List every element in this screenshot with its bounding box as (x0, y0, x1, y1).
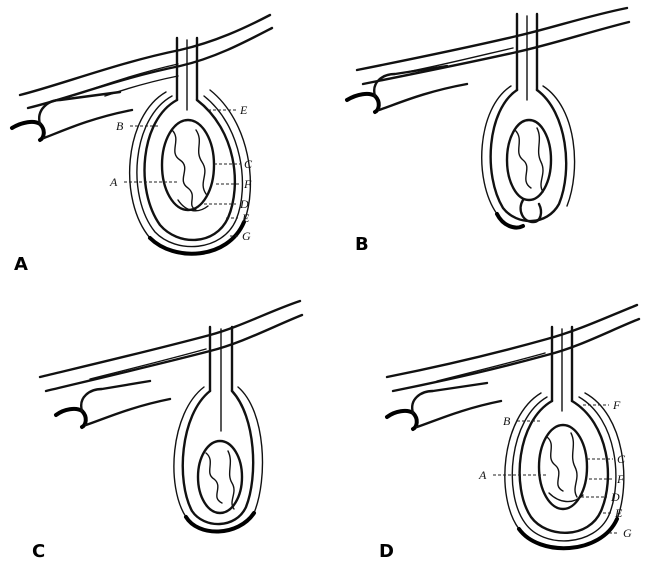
callout-g: G (623, 526, 632, 540)
callout-e: E (614, 506, 623, 520)
testis (539, 425, 587, 509)
callout-f: F (616, 472, 625, 486)
panel-letter-a: A (14, 254, 28, 275)
callout-e-top: E (239, 103, 248, 117)
panel-letter-c: C (32, 541, 45, 562)
callout-c: C (244, 157, 253, 171)
inguinal-canal (12, 15, 272, 140)
panel-d-drawing: B A F C F D E G D (327, 281, 653, 562)
callout-d: D (239, 197, 249, 211)
callout-f: F (243, 177, 252, 191)
panel-b-drawing: B (327, 0, 653, 281)
inguinal-canal (40, 301, 302, 427)
panel-c: C (0, 281, 326, 562)
panel-letter-d: D (379, 541, 394, 562)
testis-sac (505, 327, 624, 548)
testis (507, 120, 551, 222)
callout-e-bottom: E (241, 211, 250, 225)
testis (162, 120, 214, 211)
callout-b: B (503, 414, 511, 428)
panel-a-drawing: B A E C F D E G A (0, 0, 326, 281)
testis-sac (130, 38, 251, 254)
callout-f-top: F (612, 398, 621, 412)
panel-a: B A E C F D E G A (0, 0, 326, 281)
inguinal-canal (347, 8, 629, 112)
testis (198, 441, 242, 513)
panel-d: B A F C F D E G D (327, 281, 653, 562)
panel-b: B (327, 0, 653, 281)
callout-a: A (478, 468, 487, 482)
callout-g: G (242, 229, 251, 243)
callout-b: B (116, 119, 124, 133)
panel-letter-b: B (355, 234, 369, 255)
panel-c-drawing: C (0, 281, 326, 562)
callout-a: A (109, 175, 118, 189)
callout-d: D (610, 490, 620, 504)
panel-a-callouts: B A E C F D E G (109, 103, 253, 243)
inguinal-canal (387, 305, 639, 429)
callout-c: C (617, 452, 626, 466)
